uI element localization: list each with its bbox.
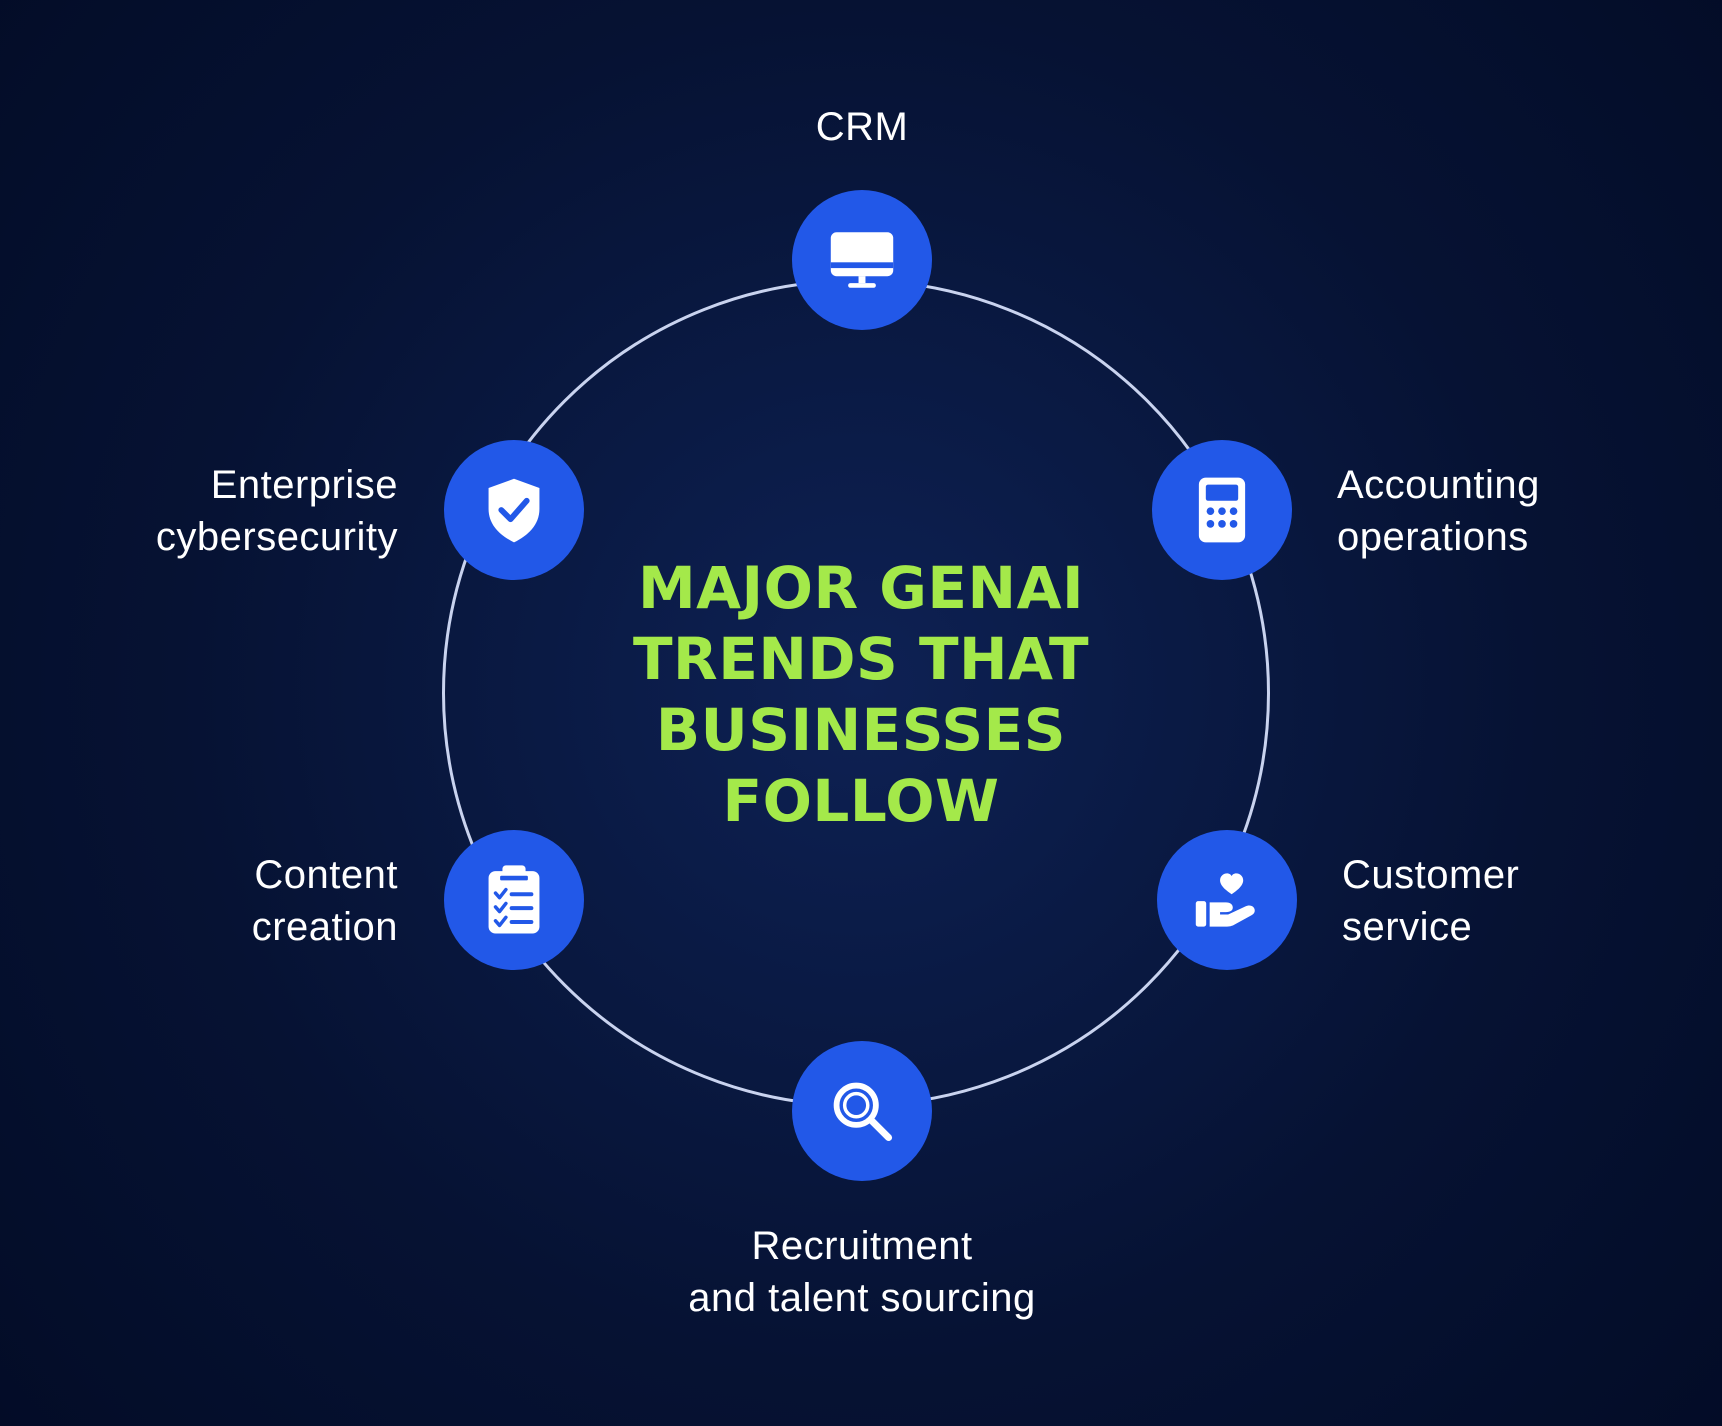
label-line: creation: [251, 905, 398, 949]
customer-service-label: Customer service: [1342, 849, 1519, 953]
label-line: operations: [1337, 515, 1529, 559]
cybersecurity-node: [444, 440, 584, 580]
title-line: FOLLOW: [722, 767, 1000, 835]
label-line: Enterprise: [210, 463, 398, 507]
accounting-node: [1152, 440, 1292, 580]
title-line: MAJOR GENAI: [637, 554, 1085, 622]
title-line: BUSINESSES: [655, 696, 1067, 764]
accounting-label: Accounting operations: [1337, 459, 1540, 563]
label-line: Customer: [1342, 853, 1520, 897]
label-line: Accounting: [1337, 463, 1540, 507]
magnifier-icon: [833, 1082, 893, 1142]
label-line: cybersecurity: [155, 515, 398, 559]
content-creation-node: [444, 830, 584, 970]
clipboard-checklist-icon: [488, 865, 540, 934]
label-line: CRM: [815, 105, 909, 149]
crm-label: CRM: [712, 101, 1012, 153]
customer-service-node: [1157, 830, 1297, 970]
label-line: Recruitment: [751, 1224, 973, 1268]
diagram-title: MAJOR GENAI TRENDS THAT BUSINESSES FOLLO…: [561, 553, 1161, 837]
shield-check-icon: [488, 478, 540, 543]
content-creation-label: Content creation: [100, 849, 398, 953]
title-line: TRENDS THAT: [632, 625, 1090, 693]
crm-node: [792, 190, 932, 330]
cybersecurity-label: Enterprise cybersecurity: [50, 459, 398, 563]
label-line: and talent sourcing: [688, 1276, 1036, 1320]
calculator-icon: [1198, 477, 1246, 543]
label-line: Content: [254, 853, 398, 897]
label-line: service: [1342, 905, 1473, 949]
monitor-icon: [830, 232, 894, 288]
recruitment-node: [792, 1041, 932, 1181]
recruitment-label: Recruitment and talent sourcing: [612, 1220, 1112, 1324]
hand-heart-icon: [1195, 873, 1255, 927]
